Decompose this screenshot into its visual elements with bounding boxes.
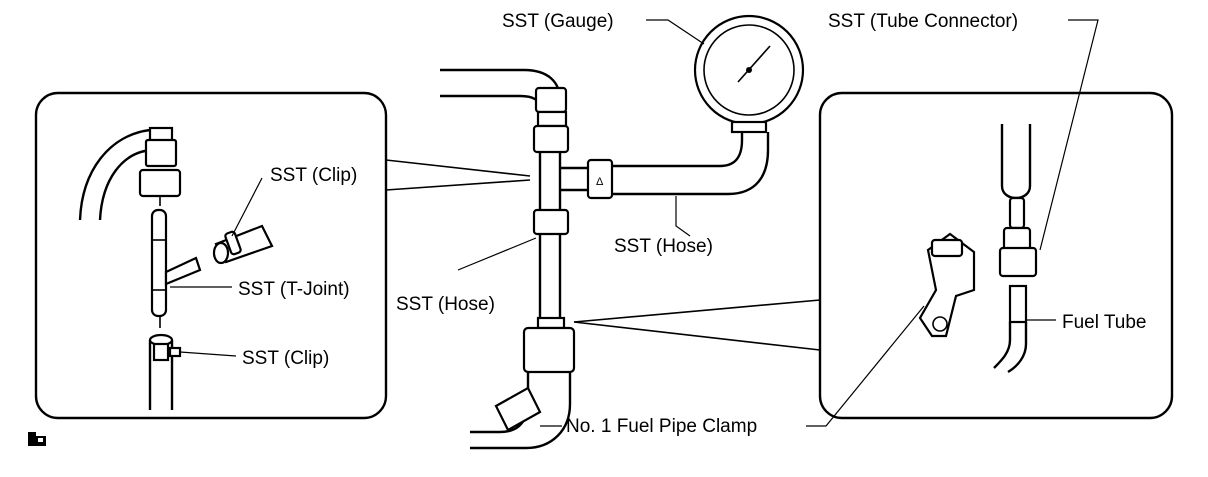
upper-clip-hose-part [212, 224, 274, 265]
gauge-needle [737, 45, 771, 83]
clip-upper-leader [231, 177, 263, 237]
pressure-gauge [693, 14, 805, 134]
fuel-pipe-clamp-leader [806, 305, 925, 427]
no1-fuel-pipe-clamp-label: No. 1 Fuel Pipe Clamp [566, 416, 757, 437]
left-detail-panel: SST (Clip) SST (T-Joint) SST (Clip) [34, 91, 531, 420]
left-fuel-line [78, 126, 182, 221]
fuel-pipe-connector [522, 326, 576, 374]
sst-clip-upper-label: SST (Clip) [270, 165, 357, 186]
left-detail-frame [34, 91, 388, 420]
right-detail-panel: Fuel Tube [573, 19, 1174, 427]
fuel-tube-part [993, 284, 1028, 374]
fuel-tube-label: Fuel Tube [1062, 312, 1147, 333]
svg-text:Δ: Δ [596, 176, 604, 188]
tube-connector-leader [1039, 19, 1099, 251]
sst-hose-left-leader [457, 237, 537, 271]
clip-lower-leader [179, 351, 237, 357]
t-joint-fitting [532, 124, 570, 154]
sst-hose-right-leader [675, 196, 691, 237]
center-assembly: Δ [440, 68, 770, 450]
right-callout-line-lower [573, 321, 821, 351]
sst-clip-lower-label: SST (Clip) [242, 348, 329, 369]
tube-connector-part [998, 124, 1038, 278]
sst-hose-left-label: SST (Hose) [396, 294, 495, 315]
t-joint-part [150, 208, 202, 328]
sst-gauge-leader [646, 19, 705, 45]
sst-hose-right-label: SST (Hose) [614, 236, 713, 257]
sst-t-joint-label: SST (T-Joint) [238, 279, 350, 300]
right-callout-line-upper [573, 299, 821, 323]
sst-gauge-label: SST (Gauge) [502, 11, 614, 32]
left-callout-line-upper [385, 159, 531, 177]
manual-reference-icon [28, 432, 46, 446]
lower-pipe-clip-part [148, 333, 182, 410]
sst-tube-connector-label: SST (Tube Connector) [828, 11, 1018, 32]
right-detail-frame [818, 91, 1174, 420]
left-callout-line-lower [385, 179, 531, 191]
pipe-clamp-shape [494, 386, 542, 432]
fuel-pipe-clamp-part [918, 232, 976, 338]
